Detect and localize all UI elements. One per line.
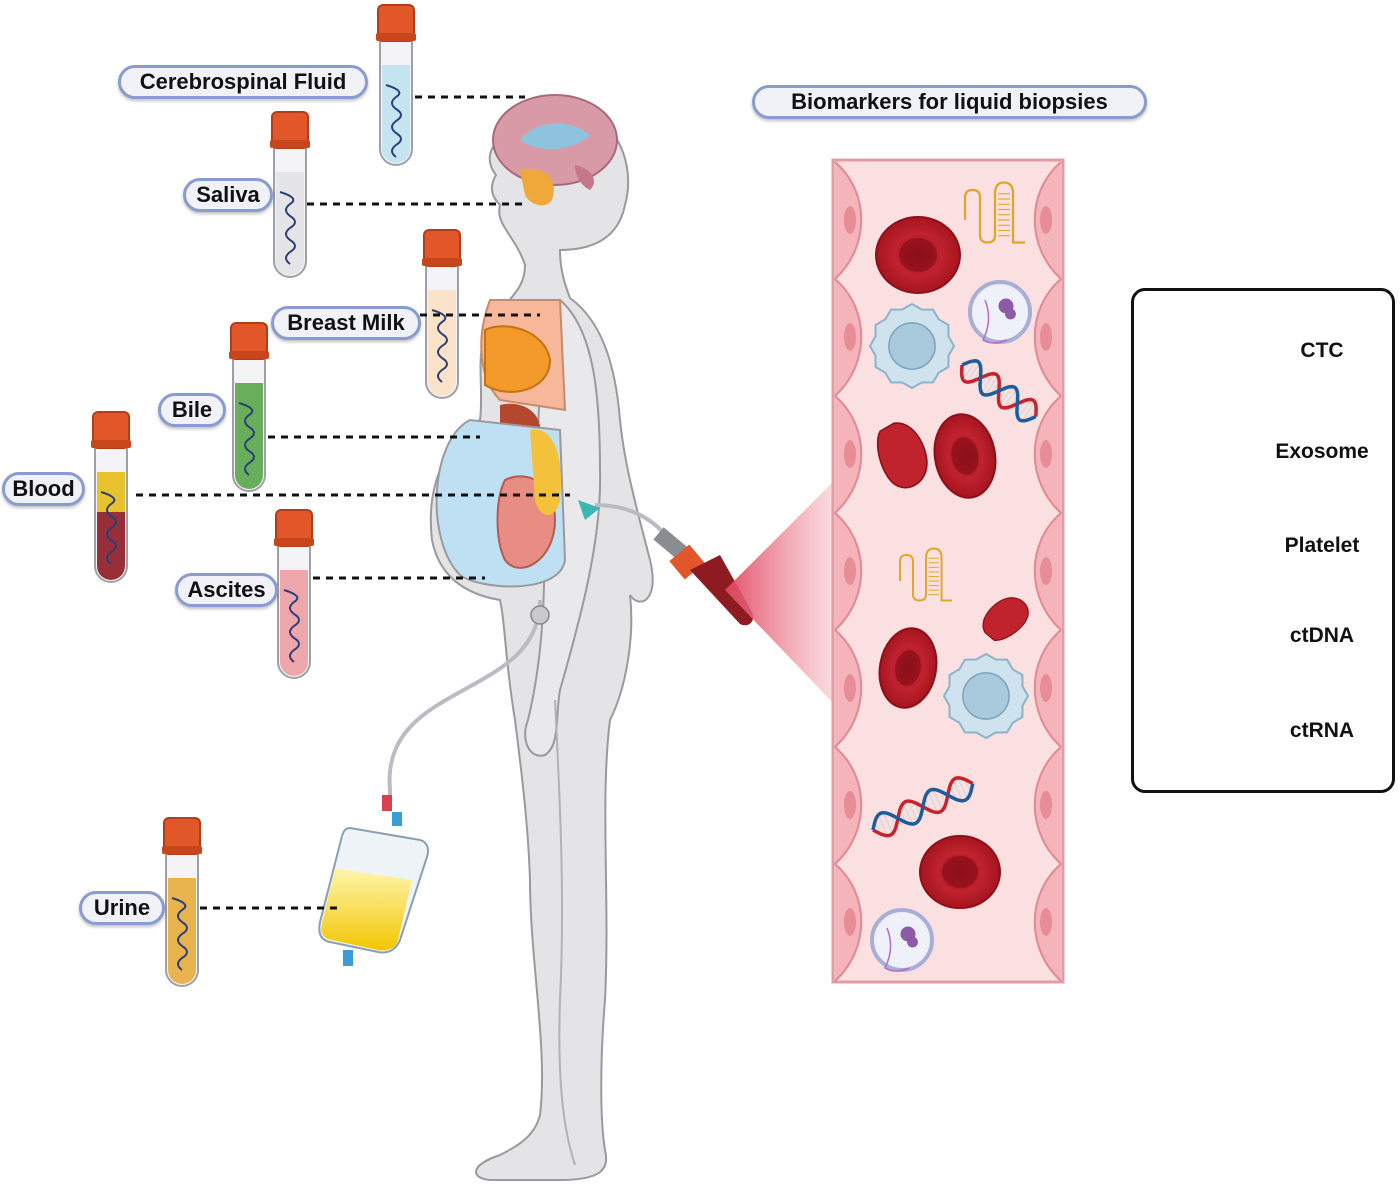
exosome [870, 908, 934, 972]
sample-label-breast-milk: Breast Milk [271, 306, 421, 340]
human-body [429, 98, 654, 1181]
cell-nucleus [844, 323, 856, 351]
blood-vessel-panel [831, 158, 1065, 984]
sample-label-bile: Bile [158, 393, 226, 427]
ctrna-strand [899, 547, 953, 602]
cell-nucleus [1040, 440, 1052, 468]
red-blood-cell [878, 627, 938, 709]
sample-tube-saliva [270, 111, 310, 278]
circulating-tumor-cell [942, 652, 1030, 740]
legend-label-platelet: Platelet [1284, 534, 1360, 557]
red-blood-cell [933, 413, 997, 499]
sample-label-ascites: Ascites [175, 573, 278, 607]
ctdna-strand [871, 776, 975, 838]
cell-nucleus [1040, 791, 1052, 819]
cell-nucleus [844, 557, 856, 585]
sample-label-saliva: Saliva [183, 178, 273, 212]
blood-draw-set [578, 500, 754, 626]
legend-label-exosome: Exosome [1275, 440, 1369, 463]
ctrna-strand [963, 181, 1025, 244]
sample-tube-breast-milk [422, 229, 462, 399]
brain [492, 94, 618, 206]
cell-nucleus [1040, 557, 1052, 585]
red-blood-cell [919, 835, 1001, 909]
cell-nucleus [844, 206, 856, 234]
legend-label-ctrna: ctRNA [1289, 719, 1355, 742]
circulating-tumor-cell [868, 302, 956, 390]
sample-label-cerebrospinal-fluid: Cerebrospinal Fluid [118, 65, 368, 99]
legend-label-ctdna: ctDNA [1289, 624, 1355, 647]
legend-label-ctc: CTC [1300, 339, 1344, 362]
sample-tube-ascites [274, 509, 314, 679]
sample-label-urine: Urine [79, 891, 165, 925]
cell-nucleus [1040, 674, 1052, 702]
cell-nucleus [1040, 323, 1052, 351]
cell-nucleus [844, 791, 856, 819]
red-blood-cell [875, 216, 961, 294]
urine-bag [318, 795, 429, 966]
cell-nucleus [1040, 206, 1052, 234]
platelet [876, 422, 928, 489]
cell-nucleus [844, 908, 856, 936]
catheter-tube [387, 599, 542, 810]
cell-nucleus [1040, 908, 1052, 936]
catheter-bulb [530, 605, 550, 625]
sample-tube-blood [91, 411, 131, 583]
sample-tube-cerebrospinal-fluid [376, 4, 416, 166]
exosome [968, 280, 1032, 344]
sample-tube-bile [229, 322, 269, 492]
ctdna-strand [959, 359, 1038, 423]
figure-title: Biomarkers for liquid biopsies [752, 85, 1147, 119]
torso-organs [435, 299, 567, 588]
cell-nucleus [844, 440, 856, 468]
platelet [982, 597, 1029, 641]
cell-nucleus [844, 674, 856, 702]
sample-tube-urine [162, 817, 202, 987]
sample-label-blood: Blood [2, 472, 85, 506]
legend: CTC Exosome Platelet ctDNA ctRNA [1131, 288, 1395, 793]
magnification-cone [725, 480, 835, 705]
